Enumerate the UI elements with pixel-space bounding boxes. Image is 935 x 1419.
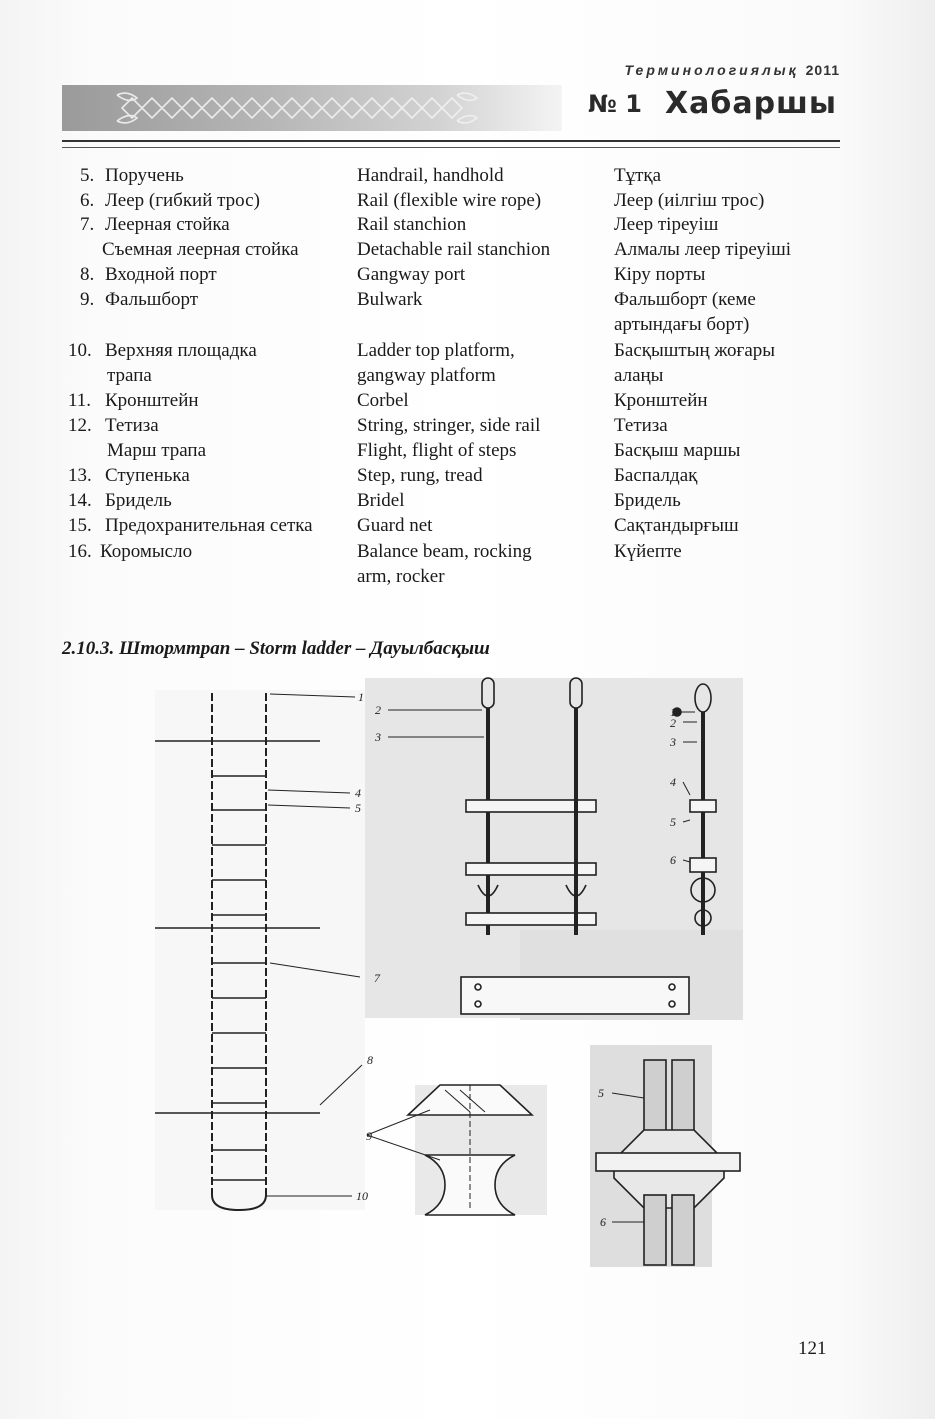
fig-label-9: 9: [366, 1129, 372, 1143]
term-ru: Тетиза: [105, 415, 159, 436]
term-ru-num: 9.: [80, 289, 95, 310]
term-ru-num: 5.: [80, 165, 95, 186]
term-ru-num: 14.: [68, 490, 92, 511]
term-ru-num: 8.: [80, 264, 95, 285]
term-en: Detachable rail stanchion: [357, 239, 551, 260]
term-ru: Входной порт: [105, 264, 217, 285]
fig-label-6c: 6: [670, 853, 676, 867]
term-kk: Тұтқа: [614, 165, 662, 186]
term-en: Gangway port: [357, 264, 466, 285]
term-kk: Тетиза: [614, 415, 668, 436]
term-en: String, stringer, side rail: [357, 415, 541, 436]
fig-label-8: 8: [367, 1053, 373, 1067]
issue-number: № 1: [588, 90, 642, 118]
fig-label-10: 10: [356, 1189, 368, 1203]
journal-title: Хабаршы: [665, 86, 838, 121]
term-ru: Коромысло: [100, 541, 193, 562]
term-ru: Леер (гибкий трос): [105, 190, 260, 211]
term-ru: Марш трапа: [107, 440, 207, 461]
term-kk: Күйепте: [614, 541, 682, 562]
connecting-plate: [460, 976, 690, 1015]
term-kk: Кіру порты: [614, 264, 706, 285]
fig-label-7: 7: [374, 971, 381, 985]
term-ru-num: 13.: [68, 465, 92, 486]
term-kk: Басқыштың жоғары: [614, 340, 776, 361]
term-en: Guard net: [357, 515, 433, 536]
fig-label-5c: 5: [670, 815, 676, 829]
term-ru: Поручень: [105, 165, 184, 186]
term-kk: Алмалы леер тіреуіші: [614, 239, 792, 260]
term-kk: Баспалдақ: [614, 465, 698, 486]
fig-label-1b: 1: [670, 705, 676, 719]
term-en: Corbel: [357, 390, 409, 411]
term-kk: Леер тіреуіш: [614, 214, 719, 235]
term-ru-num: 15.: [68, 515, 92, 536]
term-kk: Сақтандырғыш: [614, 515, 739, 536]
term-kk: Фальшборт (кеме: [614, 289, 756, 310]
section-heading: 2.10.3. Штормтрап – Storm ladder – Дауыл…: [62, 638, 490, 659]
term-kk: Бридель: [614, 490, 681, 511]
term-kk: Басқыш маршы: [614, 440, 741, 461]
term-en: gangway platform: [357, 365, 496, 386]
term-ru-num: 12.: [68, 415, 92, 436]
term-en: arm, rocker: [357, 566, 445, 587]
term-ru-num: 7.: [80, 214, 95, 235]
fig-label-3b: 3: [669, 735, 676, 749]
term-ru: Леерная стойка: [105, 214, 230, 235]
fig-label-4: 4: [355, 786, 361, 800]
term-kk: Леер (иілгіш трос): [614, 190, 765, 211]
term-en: Balance beam, rocking: [357, 541, 532, 562]
rope-joint-detail: [595, 1059, 741, 1266]
journal-header-line: Терминологиялық 2011: [560, 62, 840, 78]
fig-label-6b: 6: [600, 1215, 606, 1229]
fig-label-2: 2: [375, 703, 381, 717]
fig-label-5b: 5: [598, 1086, 604, 1100]
term-ru-num: 10.: [68, 340, 92, 361]
ornament-pattern: [116, 92, 479, 124]
term-en: Bridel: [357, 490, 405, 511]
journal-year: 2011: [805, 62, 840, 78]
page-number: 121: [798, 1338, 827, 1359]
term-en: Bulwark: [357, 289, 423, 310]
term-en: Flight, flight of steps: [357, 440, 517, 461]
term-ru: Съемная леерная стойка: [102, 239, 299, 260]
term-kk: артындағы борт): [614, 314, 750, 335]
term-kk: Кронштейн: [614, 390, 708, 411]
term-ru-num: 6.: [80, 190, 95, 211]
term-ru: Предохранительная сетка: [105, 515, 313, 536]
term-ru-num: 11.: [68, 390, 92, 411]
term-ru: трапа: [107, 365, 152, 386]
rung-assembly-side: [672, 683, 717, 935]
fig-label-3: 3: [374, 730, 381, 744]
journal-name: Терминологиялық: [624, 62, 799, 78]
term-en: Handrail, handhold: [357, 165, 504, 186]
term-ru: Кронштейн: [105, 390, 199, 411]
header-ornament-band: [62, 85, 562, 131]
term-en: Ladder top platform,: [357, 340, 515, 361]
header-rule: [62, 140, 840, 142]
term-ru: Фальшборт: [105, 289, 199, 310]
fig-label-2b: 2: [670, 716, 676, 730]
term-ru: Ступенька: [105, 465, 190, 486]
fig-label-4b: 4: [670, 775, 676, 789]
header-rule-thin: [62, 147, 840, 148]
fig-label-5: 5: [355, 801, 361, 815]
term-kk: алаңы: [614, 365, 664, 386]
term-en: Step, rung, tread: [357, 465, 483, 486]
ladder-side-view: [155, 693, 363, 1212]
term-ru: Бридель: [105, 490, 172, 511]
term-en: Rail (flexible wire rope): [357, 190, 542, 211]
fig-label-1: 1: [358, 690, 364, 704]
term-ru-num: 16.: [68, 541, 92, 562]
term-ru: Верхняя площадка: [105, 340, 257, 361]
rocker-pieces: [366, 1084, 535, 1216]
rung-assembly-front: [388, 677, 597, 935]
term-en: Rail stanchion: [357, 214, 467, 235]
